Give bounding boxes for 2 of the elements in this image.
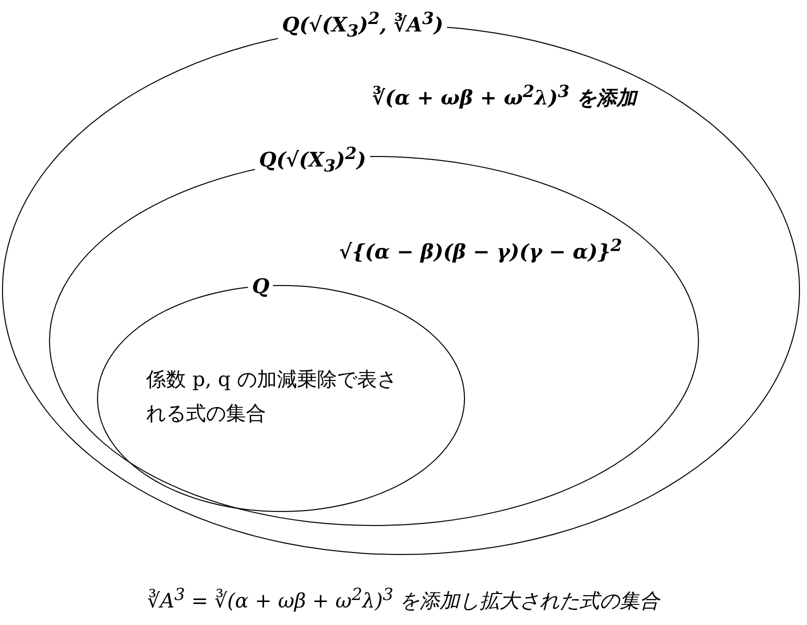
caption: ∛A$^{3}$ = ∛(α + ωβ + ω$^{2}$λ)$^{3}$ を添加し拡大された式の集合 xyxy=(146,585,662,615)
set-description: 係数 p, q の加減乗除で表される式の集合 xyxy=(146,366,398,427)
